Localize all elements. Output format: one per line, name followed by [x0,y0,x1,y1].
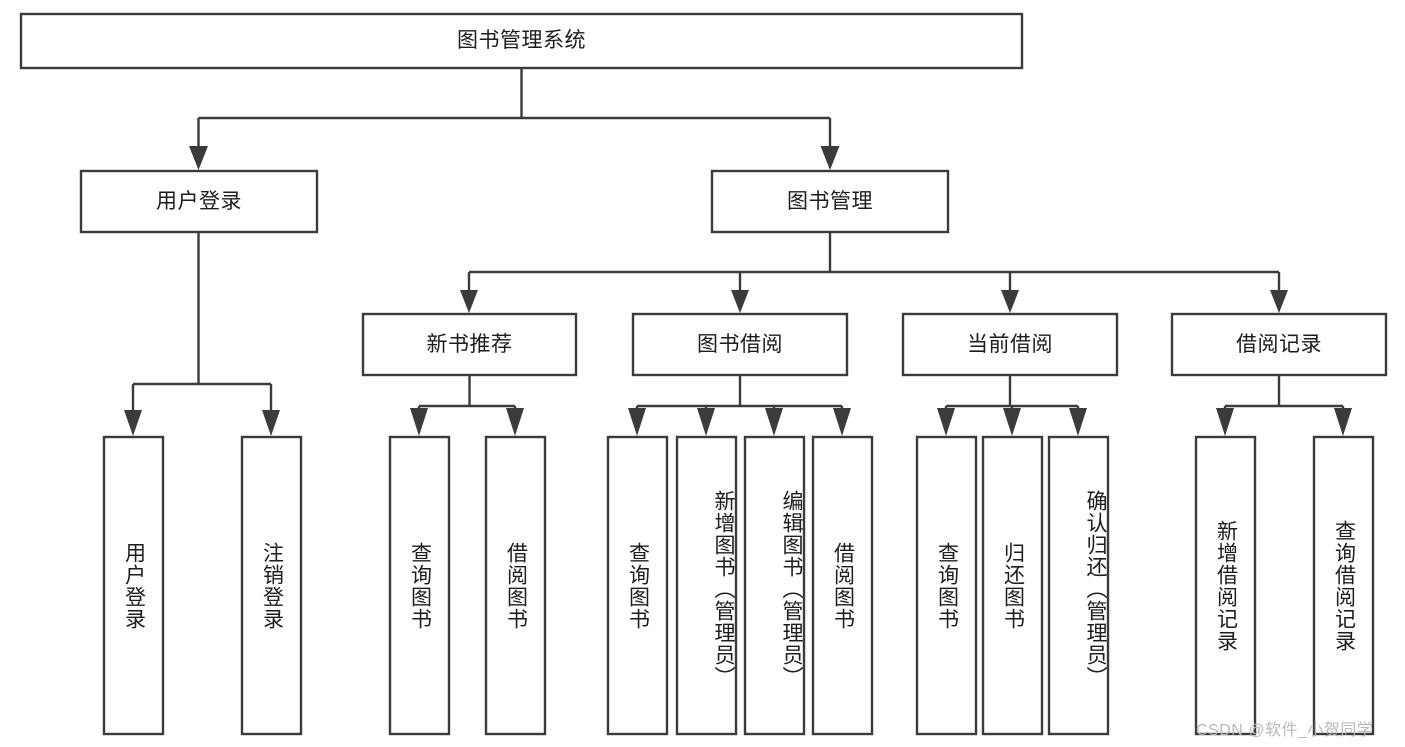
arrowhead-to-book-borrow [731,290,749,313]
leaf-box-query-book-3[interactable] [915,435,978,736]
arrowhead-currentborrow-leaf-1 [937,408,955,436]
leaf-box-borrow-book-1[interactable] [484,435,547,736]
leaf-box-logout[interactable] [240,435,303,736]
arrowhead-bookborrow-leaf-2 [697,408,715,436]
node-user-login[interactable] [79,169,319,234]
leaf-box-user-login[interactable] [102,435,165,736]
node-root[interactable] [19,12,1024,70]
arrowhead-to-borrow-record [1270,290,1288,313]
leaf-box-query-record[interactable] [1312,435,1375,736]
arrowhead-bookborrow-leaf-4 [833,408,851,436]
arrowhead-bookborrow-leaf-1 [628,408,646,436]
leaf-box-return-book[interactable] [981,435,1044,736]
leaf-box-edit-book[interactable] [743,435,806,736]
leaf-box-add-book[interactable] [675,435,738,736]
arrowhead-root-to-login [189,146,208,170]
arrowhead-to-new-book-rec [460,290,478,313]
arrowhead-newbook-leaf-2 [506,408,524,436]
node-current-borrow[interactable] [901,312,1119,377]
arrowhead-borrowrecord-leaf-2 [1334,408,1352,436]
arrowhead-bookborrow-leaf-3 [765,408,783,436]
arrowhead-login-leaf-2 [262,410,280,436]
arrowhead-currentborrow-leaf-2 [1003,408,1021,436]
node-book-management[interactable] [710,169,950,234]
arrowhead-currentborrow-leaf-3 [1069,408,1087,436]
arrowhead-login-leaf-1 [124,410,142,436]
arrowhead-to-current-borrow [1001,290,1019,313]
node-borrow-record[interactable] [1170,312,1388,377]
arrowhead-newbook-leaf-1 [410,408,428,436]
leaf-box-confirm-return[interactable] [1047,435,1110,736]
leaf-box-query-book-1[interactable] [388,435,451,736]
leaf-box-query-book-2[interactable] [606,435,669,736]
arrowhead-root-to-bookmgmt [820,146,840,170]
leaf-box-borrow-book-2[interactable] [811,435,874,736]
leaf-box-add-record[interactable] [1194,435,1257,736]
node-new-book-recommend[interactable] [361,312,578,377]
arrowhead-borrowrecord-leaf-1 [1216,408,1234,436]
node-book-borrow[interactable] [631,312,849,377]
